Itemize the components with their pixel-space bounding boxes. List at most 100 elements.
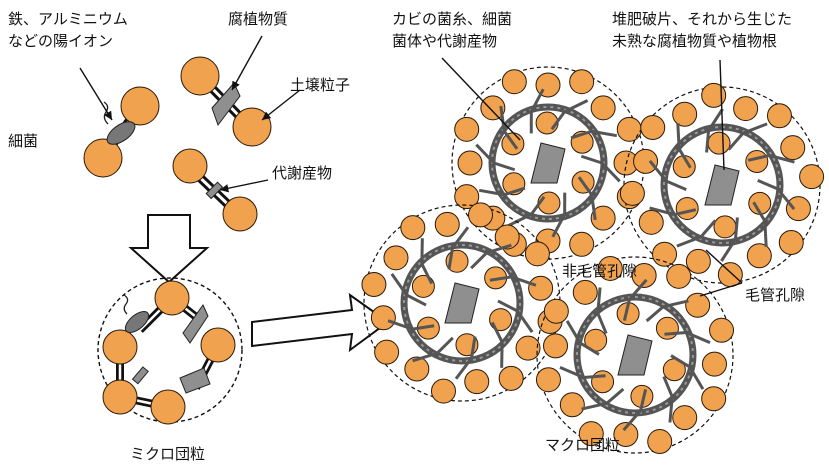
- soil-particle-circle: [778, 229, 804, 255]
- debris-label-line2: 未熟な腐植物質や植物根: [612, 32, 777, 50]
- hyphal-branch: [564, 99, 589, 113]
- soil-particle-circle: [631, 263, 657, 289]
- metabolite-shape: [131, 366, 149, 385]
- soil-particle-circle: [746, 243, 772, 269]
- hyphal-branch: [664, 331, 687, 336]
- hyphal-branch: [677, 148, 692, 169]
- soil-particle-circle: [543, 298, 569, 324]
- hyphal-branch: [503, 186, 526, 197]
- debris-leader-line: [719, 59, 725, 171]
- soil-particle-circle: [468, 202, 494, 228]
- soil-particle-circle: [383, 245, 409, 271]
- hyphal-branch: [776, 188, 796, 210]
- hyphal-branch: [596, 287, 602, 314]
- flagellum: [123, 294, 129, 315]
- soil-particle-circle: [404, 356, 430, 382]
- hyphal-branch: [670, 354, 691, 369]
- hyphal-branch: [551, 213, 567, 238]
- macro-cluster: [451, 66, 645, 260]
- soil-particle-circle: [172, 148, 208, 184]
- soil-particle-circle: [717, 262, 743, 288]
- hyphal-branch: [648, 160, 668, 182]
- soil-particle-circle: [480, 95, 506, 121]
- hyphal-branch: [600, 161, 621, 183]
- soil-particle-circle: [572, 279, 598, 305]
- fungal-hypha-pattern: [663, 126, 781, 244]
- hyphal-branch: [668, 396, 674, 423]
- plant-debris-fragment: [530, 142, 566, 184]
- hyphal-branch: [622, 409, 642, 432]
- hyphal-branch: [447, 247, 454, 270]
- hyphal-branch: [530, 195, 546, 216]
- components-group: [79, 35, 301, 232]
- hyphal-branch: [688, 366, 705, 390]
- hyphal-branch: [577, 176, 593, 196]
- humus-shape: [211, 82, 241, 127]
- hyphal-branch: [645, 305, 665, 323]
- soil-particle-circle: [766, 103, 792, 129]
- soil-particle-circle: [638, 209, 664, 235]
- hyphal-branch: [475, 143, 496, 165]
- hyphal-branch: [497, 299, 519, 313]
- macro-aggregate-label: マクロ団粒: [545, 436, 620, 454]
- soil-particle-circle: [232, 107, 272, 147]
- soil-particle-circle: [616, 116, 642, 142]
- humus-leader-line: [231, 35, 263, 91]
- hyphal-branch: [591, 129, 618, 138]
- soil-particle-circle: [655, 316, 679, 340]
- soil-particle-circle: [613, 421, 639, 447]
- hyphal-branch: [454, 357, 473, 380]
- hyphal-branch: [674, 208, 697, 217]
- soil-particle-circle: [411, 274, 435, 298]
- soil-particle-circle: [102, 379, 138, 415]
- macro-cluster: [619, 82, 825, 288]
- soil-particle-circle: [154, 280, 190, 316]
- hyphal-branch: [486, 243, 512, 255]
- soil-particle-circle: [633, 148, 659, 174]
- soil-particle-circle: [799, 164, 825, 190]
- hyphal-branch: [769, 153, 795, 164]
- hyphal-branch: [405, 293, 427, 307]
- hyphal-branch: [605, 387, 625, 405]
- fungal-hypha-pattern: [576, 296, 694, 414]
- soil-particle-circle: [685, 292, 711, 318]
- micro-aggregate-boundary: [536, 256, 734, 454]
- plant-debris-fragment: [617, 334, 653, 376]
- hyphal-branch: [499, 105, 506, 132]
- soil-particle-circle: [515, 335, 541, 361]
- soil-particle-circle: [619, 180, 645, 206]
- hyphal-branch: [412, 351, 438, 363]
- humus-shape: [182, 304, 209, 344]
- humus-label: 腐植物質: [228, 10, 288, 28]
- ions-leader-line: [79, 67, 113, 121]
- down-arrow: [128, 214, 210, 284]
- hyphal-branch: [516, 310, 534, 333]
- soil-particle-circle: [785, 196, 811, 222]
- hyphal-branch: [622, 298, 631, 321]
- soil-particle-circle: [361, 271, 387, 297]
- soil-particle-circle: [120, 86, 160, 126]
- hyphal-branch: [436, 336, 454, 355]
- soil-particle-circle: [454, 184, 480, 210]
- plant-debris-fragment: [444, 282, 480, 324]
- macro-aggregate: [361, 66, 825, 455]
- bacteria-bond-unit: [83, 86, 160, 178]
- soil-particle-circle: [494, 224, 520, 250]
- soil-particle-circle: [501, 69, 527, 95]
- soil-particle-circle: [200, 327, 236, 363]
- hyphal-branch: [676, 235, 702, 248]
- ions-label: 鉄、アルミニウム: [8, 10, 128, 28]
- soil-particle-circle: [701, 386, 727, 412]
- soil-particle-circle: [647, 429, 673, 455]
- hyphal-branch: [676, 123, 681, 150]
- soil-particle-circle: [652, 241, 678, 267]
- hyphal-branch: [639, 389, 648, 412]
- hyphal-branch: [662, 299, 689, 309]
- soil-particle-circle: [524, 241, 550, 267]
- hyphal-branch: [757, 179, 779, 191]
- soil-particle-circle: [590, 95, 616, 121]
- hyphal-branch: [581, 401, 608, 411]
- soil-particle-circle: [489, 308, 513, 332]
- hyphal-branch: [590, 194, 597, 221]
- hyphal-branch: [699, 219, 717, 238]
